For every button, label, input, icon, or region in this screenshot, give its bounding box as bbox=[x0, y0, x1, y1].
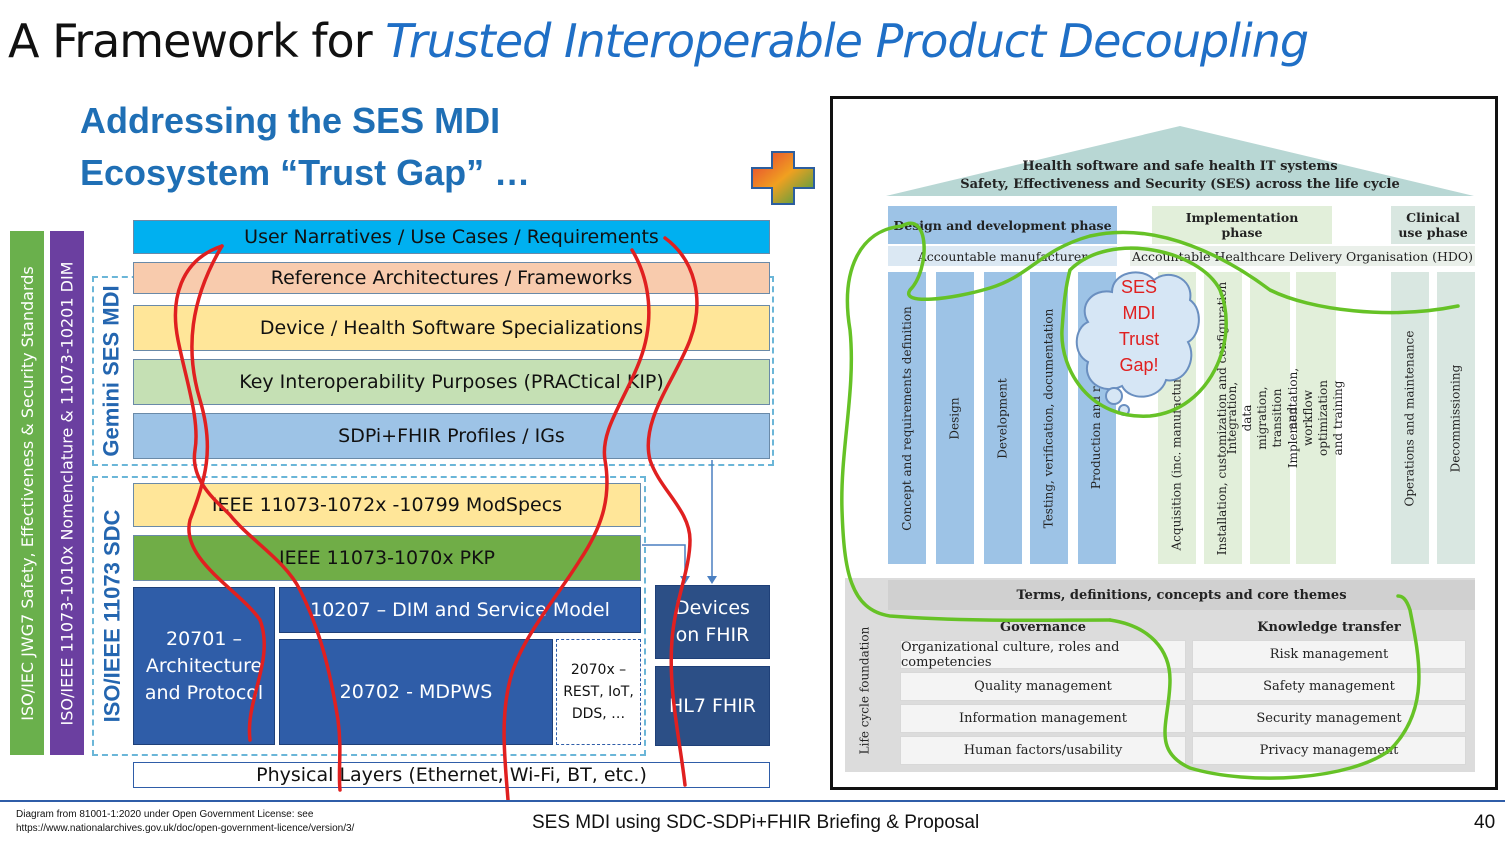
plus-icon bbox=[751, 151, 815, 205]
roof-title: Health software and safe health IT syste… bbox=[960, 159, 1400, 192]
subtitle-line-2: Ecosystem “Trust Gap” … bbox=[80, 152, 531, 193]
column-decommissioning: Decommissioning bbox=[1437, 272, 1475, 564]
column-integration: Integration, data migration, transition … bbox=[1225, 272, 1314, 564]
nomenclature-dim-bar: ISO/IEEE 11073-1010x Nomenclature & 1107… bbox=[50, 231, 84, 755]
device-specializations-layer: Device / Health Software Specializations bbox=[133, 305, 770, 351]
governance-item: Quality management bbox=[900, 672, 1186, 701]
governance-item: Information management bbox=[900, 704, 1186, 733]
implementation-phase-header: Implementation phase bbox=[1152, 206, 1332, 244]
title-prefix: A Framework for bbox=[8, 14, 373, 68]
page-number: 40 bbox=[1474, 812, 1496, 833]
column-installation: Installation, customization and configur… bbox=[1204, 272, 1242, 564]
column-concept: Concept and requirements definition bbox=[888, 272, 926, 564]
sdc-group-box bbox=[92, 476, 646, 756]
footer-license-note: Diagram from 81001-1:2020 under Open Gov… bbox=[16, 809, 355, 834]
accountable-manufacturer: Accountable manufacturer bbox=[888, 246, 1117, 266]
knowledge-transfer-heading: Knowledge transfer bbox=[1257, 620, 1401, 635]
trust-gap-label: SES MDI Trust Gap! bbox=[1118, 277, 1160, 375]
knowledge-item: Risk management bbox=[1192, 640, 1466, 669]
column-operations: Operations and maintenance bbox=[1391, 272, 1429, 564]
framework-roof bbox=[886, 126, 1474, 196]
modspecs-layer: IEEE 11073-1072x -10799 ModSpecs bbox=[133, 483, 641, 527]
jwg7-standards-bar: ISO/IEC JWG7 Safety, Effectiveness & Sec… bbox=[10, 231, 44, 755]
dim-service-model-block: 10207 – DIM and Service Model bbox=[279, 587, 641, 633]
column-design: Design bbox=[936, 272, 974, 564]
footer-divider bbox=[0, 800, 1505, 802]
profiles-layer: SDPi+FHIR Profiles / IGs bbox=[133, 413, 770, 459]
column-development: Development bbox=[984, 272, 1022, 564]
trust-gap-cloud-icon bbox=[1075, 271, 1200, 416]
pkp-layer: IEEE 11073-1070x PKP bbox=[133, 535, 641, 581]
terms-definitions-bar: Terms, definitions, concepts and core th… bbox=[888, 580, 1475, 610]
footer-title: SES MDI using SDC-SDPi+FHIR Briefing & P… bbox=[532, 812, 980, 833]
slide-title: A Framework for Trusted Interoperable Pr… bbox=[8, 14, 1309, 68]
red-annotation-lines bbox=[173, 236, 699, 802]
knowledge-item: Security management bbox=[1192, 704, 1466, 733]
green-annotation-lines bbox=[840, 221, 1460, 780]
governance-item: Human factors/usability bbox=[900, 736, 1186, 765]
rest-iot-dds-block: 2070x – REST, IoT, DDS, … bbox=[556, 639, 641, 745]
subtitle-line-1: Addressing the SES MDI bbox=[80, 100, 501, 141]
physical-layers-layer: Physical Layers (Ethernet, Wi-Fi, BT, et… bbox=[133, 762, 770, 788]
clinical-phase-header: Clinical use phase bbox=[1391, 206, 1475, 244]
knowledge-item: Privacy management bbox=[1192, 736, 1466, 765]
column-implementation: Implementation, workflow optimization an… bbox=[1286, 272, 1345, 564]
accountable-hdo: Accountable Healthcare Delivery Organisa… bbox=[1130, 246, 1475, 266]
governance-item: Organizational culture, roles and compet… bbox=[900, 640, 1186, 670]
title-emphasis: Trusted Interoperable Product Decoupling bbox=[385, 14, 1309, 68]
knowledge-item: Safety management bbox=[1192, 672, 1466, 701]
reference-architectures-layer: Reference Architectures / Frameworks bbox=[133, 262, 770, 294]
governance-heading: Governance bbox=[1000, 620, 1086, 635]
design-phase-header: Design and development phase bbox=[888, 206, 1117, 244]
